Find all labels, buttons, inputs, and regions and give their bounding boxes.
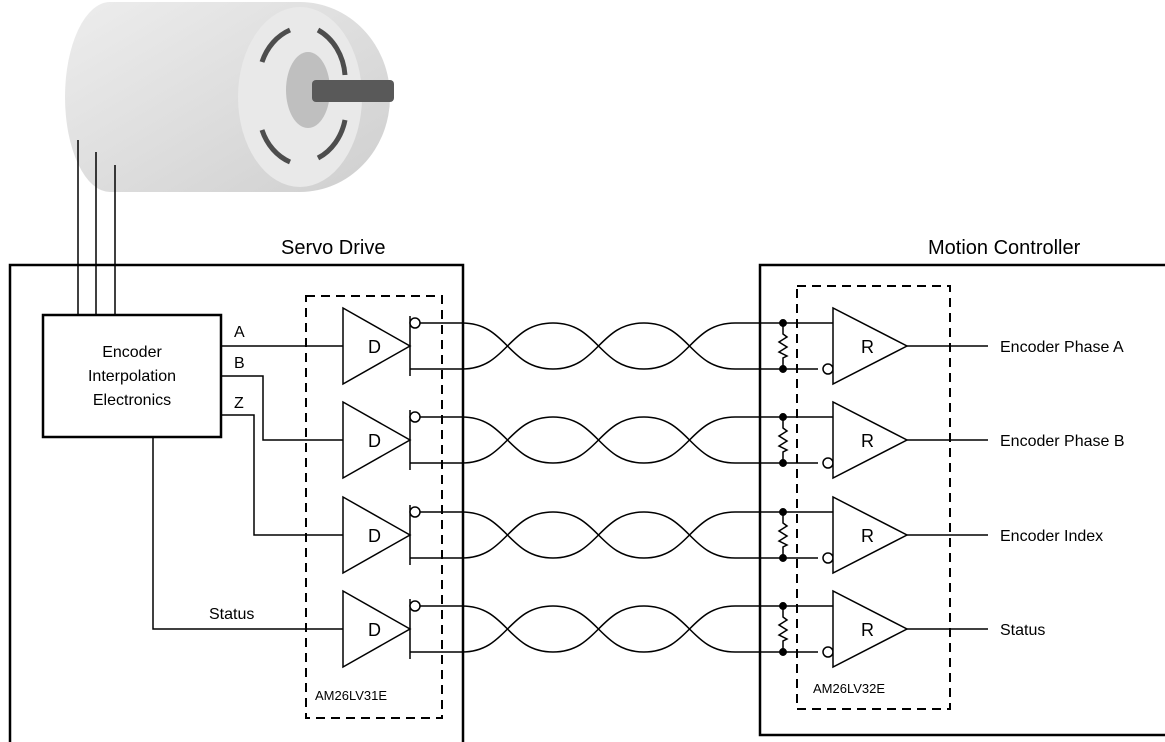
motor-wires <box>77 140 116 315</box>
driver-ic-box <box>305 295 443 719</box>
receiver-gate <box>832 400 909 480</box>
driver-ic-label: AM26LV31E <box>315 688 387 703</box>
inverting-bubble <box>822 552 834 564</box>
encoder-box-line2: Interpolation <box>88 368 176 385</box>
output-label-index: Encoder Index <box>1000 528 1103 545</box>
receiver-ic-label: AM26LV32E <box>813 681 885 696</box>
servo-drive-box <box>8 263 465 742</box>
receiver-gate <box>832 495 909 575</box>
channel-index: D R Encoder Index <box>342 495 1103 575</box>
motor-shaft <box>312 80 394 102</box>
twisted-pair-wire <box>461 511 736 559</box>
encoder-box-line1: Encoder <box>102 344 162 361</box>
termination-resistor <box>777 417 789 463</box>
driver-gate <box>342 306 412 386</box>
twisted-pair-wire <box>461 416 736 464</box>
receiver-gate-label: R <box>861 431 874 451</box>
driver-gate <box>342 495 412 575</box>
receiver-gate <box>832 306 909 386</box>
encoder-box-line3: Electronics <box>93 392 171 409</box>
driver-gate-label: D <box>368 337 381 357</box>
motion-controller-box <box>758 263 1165 737</box>
inverting-bubble <box>409 506 421 518</box>
motor <box>65 2 394 192</box>
output-label-status: Status <box>1000 622 1045 639</box>
inverting-bubble <box>409 411 421 423</box>
driver-gate-label: D <box>368 431 381 451</box>
receiver-ic-box <box>796 285 951 710</box>
signal-label-status: Status <box>209 606 254 623</box>
inverting-bubble <box>409 317 421 329</box>
output-label-phase-a: Encoder Phase A <box>1000 339 1124 356</box>
termination-resistor <box>777 512 789 558</box>
channel-phase-b: D R Encoder Phase B <box>342 400 1125 480</box>
channel-phase-a: D R Encoder Phase A <box>342 306 1124 386</box>
twisted-pair-wire <box>461 322 736 370</box>
inverting-bubble <box>409 600 421 612</box>
driver-gate-label: D <box>368 526 381 546</box>
servo-drive-title: Servo Drive <box>281 237 385 259</box>
receiver-gate-label: R <box>861 337 874 357</box>
receiver-gate <box>832 589 909 669</box>
inverting-bubble <box>822 646 834 658</box>
inverting-bubble <box>822 363 834 375</box>
output-label-phase-b: Encoder Phase B <box>1000 433 1125 450</box>
receiver-gate-label: R <box>861 526 874 546</box>
signal-label-b: B <box>234 355 245 372</box>
receiver-gate-label: R <box>861 620 874 640</box>
channels: D R Encoder Phase A D R Encoder Phase B D R Enco… <box>342 306 1125 669</box>
twisted-pair-wire <box>461 605 736 653</box>
encoder-interpolation-box <box>41 313 223 439</box>
signal-label-a: A <box>234 324 245 341</box>
inverting-bubble <box>822 457 834 469</box>
motion-controller-title: Motion Controller <box>928 237 1081 259</box>
signal-label-z: Z <box>234 395 244 412</box>
termination-resistor <box>777 323 789 369</box>
driver-gate <box>342 400 412 480</box>
channel-status: D R Status <box>342 589 1045 669</box>
termination-resistor <box>777 606 789 652</box>
signal-wiring <box>152 345 343 630</box>
driver-gate-label: D <box>368 620 381 640</box>
driver-gate <box>342 589 412 669</box>
